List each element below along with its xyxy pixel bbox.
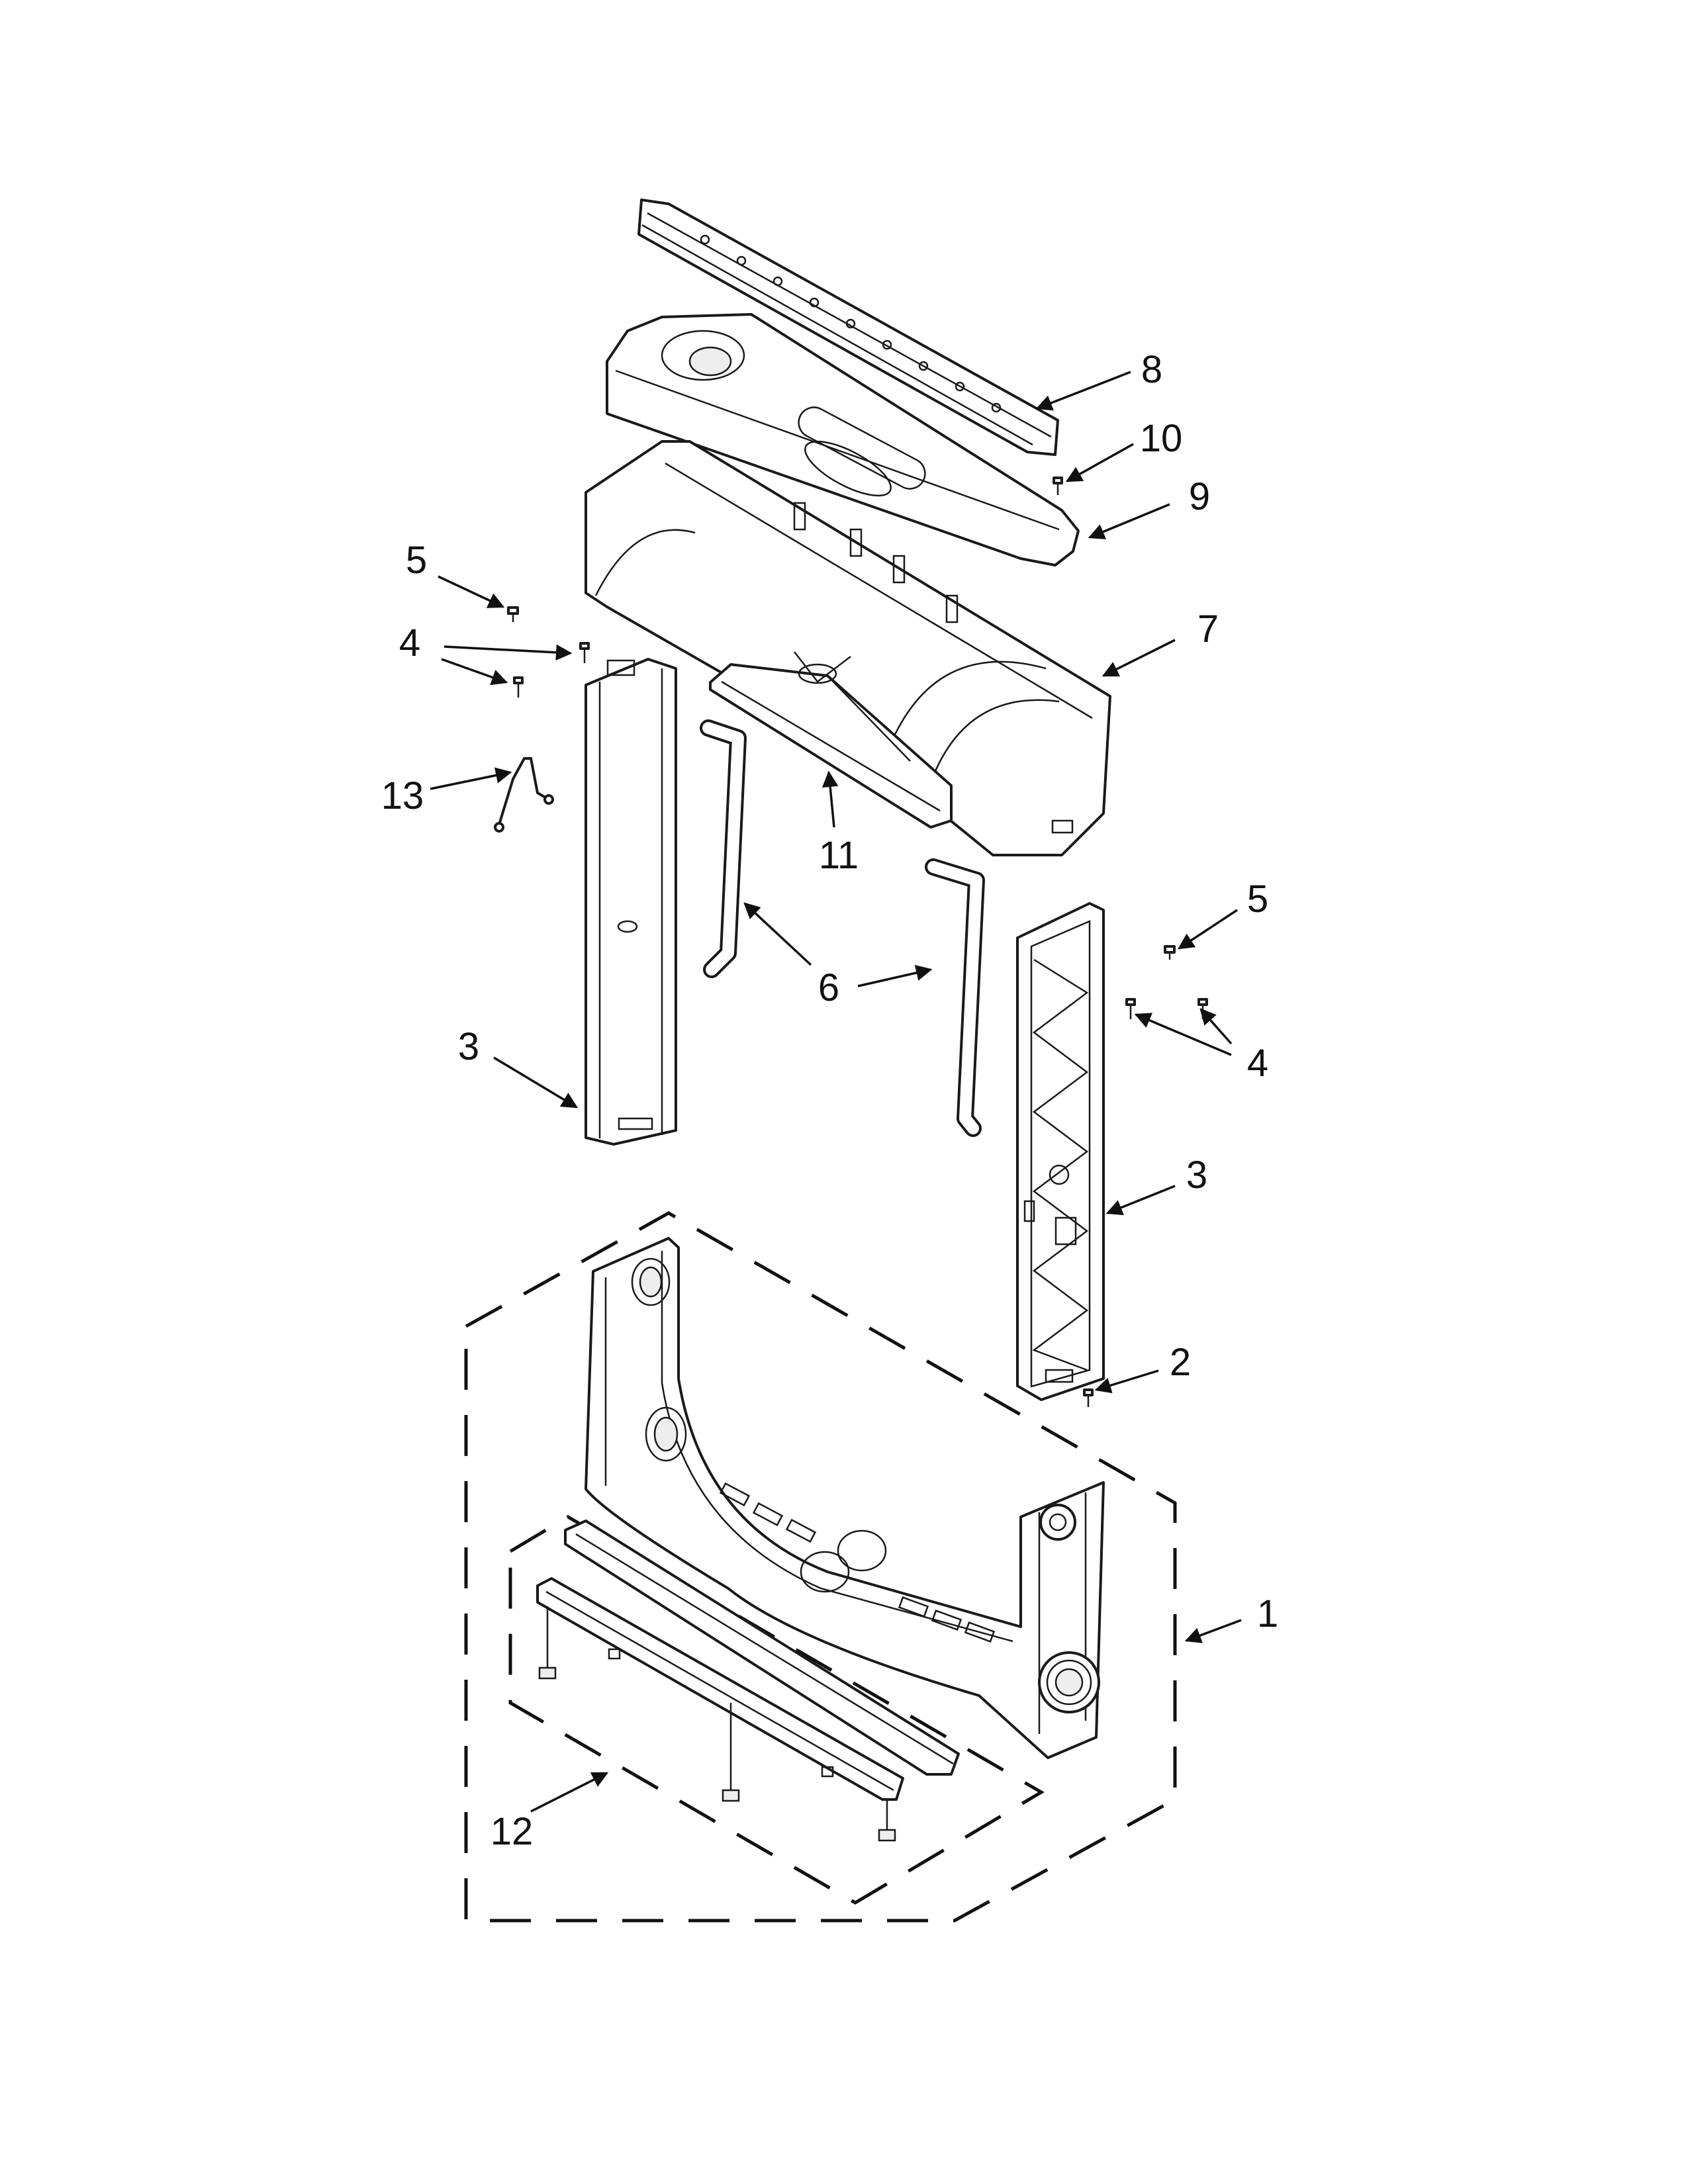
callout-5-right: 5: [1247, 878, 1268, 921]
screw-10: [1053, 477, 1063, 495]
part-3-right-column: [1016, 902, 1105, 1401]
part-7-console-body: [585, 440, 1111, 856]
arrow-5-right: [1177, 909, 1238, 950]
callout-4-left: 4: [399, 621, 420, 664]
arrow-10: [1065, 443, 1134, 482]
arrow-9: [1088, 503, 1170, 539]
arrow-1: [1184, 1619, 1242, 1643]
screw-4-right-b: [1125, 998, 1136, 1019]
arrow-11: [821, 770, 839, 828]
callout-1: 1: [1257, 1592, 1278, 1635]
arrow-13: [430, 767, 512, 790]
arrow-8: [1035, 371, 1131, 411]
part-3-left-column: [585, 658, 677, 1146]
part-6-right-strut: [925, 858, 985, 1137]
callout-10: 10: [1140, 417, 1183, 460]
arrow-4-left-b: [441, 658, 508, 686]
arrow-5-left: [438, 575, 505, 608]
part-13-wire-clip: [494, 757, 554, 833]
part-1-base-frame: [585, 1237, 1105, 1759]
callout-2: 2: [1170, 1341, 1191, 1384]
part-12-bottom-rail-plate: [536, 1520, 960, 1842]
screw-2: [1083, 1388, 1094, 1407]
arrow-7: [1102, 639, 1176, 677]
callout-7: 7: [1197, 608, 1219, 651]
assembly-1-dashed-outline: [464, 1211, 1177, 1923]
callout-13: 13: [381, 774, 424, 817]
callout-9: 9: [1189, 475, 1210, 518]
screw-4-upper: [579, 642, 590, 663]
arrow-3-left: [493, 1056, 579, 1109]
arrow-4-right-a: [1199, 1008, 1233, 1045]
callout-6: 6: [818, 966, 839, 1009]
callout-11: 11: [819, 834, 859, 877]
part-11-bracket: [709, 651, 953, 829]
arrow-2: [1094, 1369, 1159, 1394]
screw-5-right: [1164, 945, 1176, 960]
callout-12: 12: [491, 1810, 534, 1853]
callout-8: 8: [1141, 348, 1162, 391]
callout-4-right: 4: [1247, 1042, 1268, 1085]
screw-5-left: [507, 606, 519, 622]
callout-5-left: 5: [406, 539, 427, 582]
arrow-6-right: [857, 964, 933, 987]
part-8-rail: [637, 199, 1059, 456]
arrow-4-left-a: [444, 644, 573, 661]
part-6-left-strut: [700, 719, 747, 978]
arrow-6-left: [743, 902, 812, 966]
screw-4-lower: [513, 676, 524, 698]
arrow-3-right: [1105, 1185, 1176, 1216]
arrow-4-right-b: [1134, 1013, 1232, 1056]
arrow-12: [530, 1772, 609, 1813]
callout-3-right: 3: [1186, 1154, 1207, 1197]
part-9-console-cap: [606, 313, 1080, 567]
callout-3-left: 3: [458, 1025, 479, 1068]
